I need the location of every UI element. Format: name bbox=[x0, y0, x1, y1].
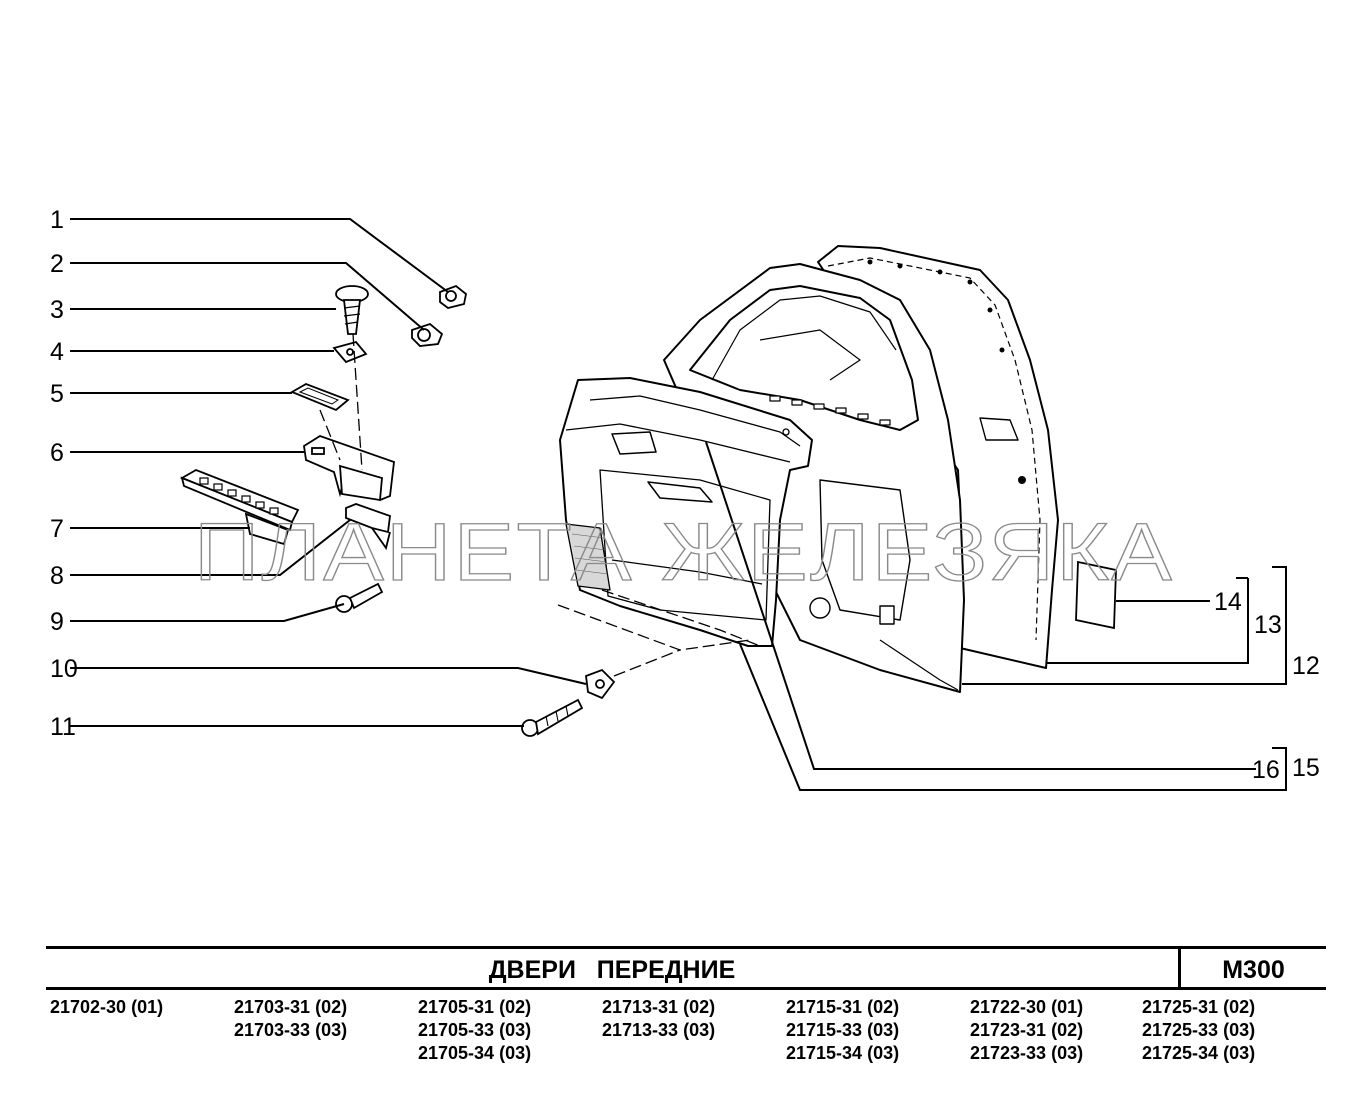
model-code: 21725-33 (03) bbox=[1142, 1020, 1256, 1040]
model-code: 21715-33 (03) bbox=[786, 1020, 900, 1040]
door-shell bbox=[663, 245, 1059, 693]
page-title: ДВЕРИ ПЕРЕДНИЕ bbox=[488, 956, 736, 984]
model-code: 21725-34 (03) bbox=[1142, 1043, 1256, 1063]
callout-7: 7 bbox=[50, 515, 64, 543]
callout-9: 9 bbox=[50, 608, 64, 636]
model-column: 21725-31 (02) 21725-33 (03) 21725-34 (03… bbox=[1142, 996, 1322, 1065]
model-code: 21705-33 (03) bbox=[418, 1020, 532, 1040]
part-11-screw bbox=[521, 698, 584, 737]
model-code: 21715-31 (02) bbox=[786, 997, 900, 1017]
model-code: 21723-31 (02) bbox=[970, 1020, 1084, 1040]
door-trim-panel bbox=[559, 377, 813, 647]
model-code: 21722-30 (01) bbox=[970, 997, 1084, 1017]
callout-14: 14 bbox=[1214, 588, 1242, 616]
watermark: ПЛАНЕТА ЖЕЛЕЗЯКА bbox=[194, 507, 1174, 598]
part-6-handle-frame bbox=[303, 435, 395, 502]
diagram-code: М300 bbox=[1222, 956, 1285, 984]
part-14-pad bbox=[1075, 560, 1117, 630]
leader-lines bbox=[70, 218, 1287, 791]
title-bar: ДВЕРИ ПЕРЕДНИЕ М300 bbox=[46, 946, 1326, 990]
callout-1: 1 bbox=[50, 206, 64, 234]
callout-16: 16 bbox=[1252, 756, 1280, 784]
part-3-screw bbox=[335, 285, 369, 335]
assembly-lines bbox=[319, 333, 761, 677]
model-code: 21715-34 (03) bbox=[786, 1043, 900, 1063]
callout-numbers: 1 2 3 4 5 6 7 8 9 10 11 12 13 14 15 16 bbox=[50, 206, 1320, 784]
model-code: 21705-31 (02) bbox=[418, 997, 532, 1017]
part-7-switch-block bbox=[179, 469, 300, 546]
model-column: 21713-31 (02) 21713-33 (03) bbox=[602, 996, 782, 1042]
callout-6: 6 bbox=[50, 439, 64, 467]
callout-4: 4 bbox=[50, 338, 64, 366]
model-code: 21713-31 (02) bbox=[602, 997, 716, 1017]
model-code: 21702-30 (01) bbox=[50, 997, 164, 1017]
callout-5: 5 bbox=[50, 380, 64, 408]
callout-12: 12 bbox=[1292, 652, 1320, 680]
model-column: 21703-31 (02) 21703-33 (03) bbox=[234, 996, 414, 1042]
model-column: 21722-30 (01) 21723-31 (02) 21723-33 (03… bbox=[970, 996, 1150, 1065]
model-column: 21702-30 (01) bbox=[50, 996, 230, 1019]
part-5-cover bbox=[289, 383, 350, 412]
callout-10: 10 bbox=[50, 655, 78, 683]
part-10-nut bbox=[585, 668, 616, 700]
model-code: 21725-31 (02) bbox=[1142, 997, 1256, 1017]
callout-13: 13 bbox=[1254, 611, 1282, 639]
callout-11: 11 bbox=[50, 713, 76, 741]
callout-15: 15 bbox=[1292, 754, 1320, 782]
model-column: 21715-31 (02) 21715-33 (03) 21715-34 (03… bbox=[786, 996, 966, 1065]
model-code: 21703-31 (02) bbox=[234, 997, 348, 1017]
callout-3: 3 bbox=[50, 296, 64, 324]
part-4-nut bbox=[332, 340, 368, 364]
part-9-screw bbox=[335, 582, 384, 613]
callout-8: 8 bbox=[50, 562, 64, 590]
part-2-clip bbox=[411, 322, 444, 347]
parts-diagram: 1 2 3 4 5 6 7 8 9 10 11 12 13 14 15 16 П… bbox=[50, 206, 1320, 791]
model-list: 21702-30 (01) 21703-31 (02) 21703-33 (03… bbox=[46, 996, 1336, 1076]
model-column: 21705-31 (02) 21705-33 (03) 21705-34 (03… bbox=[418, 996, 598, 1065]
model-code: 21703-33 (03) bbox=[234, 1020, 348, 1040]
model-code: 21705-34 (03) bbox=[418, 1043, 532, 1063]
model-code: 21723-33 (03) bbox=[970, 1043, 1084, 1063]
part-8-bracket bbox=[345, 503, 391, 551]
callout-2: 2 bbox=[50, 250, 64, 278]
model-code: 21713-33 (03) bbox=[602, 1020, 716, 1040]
title-divider bbox=[1178, 949, 1181, 987]
